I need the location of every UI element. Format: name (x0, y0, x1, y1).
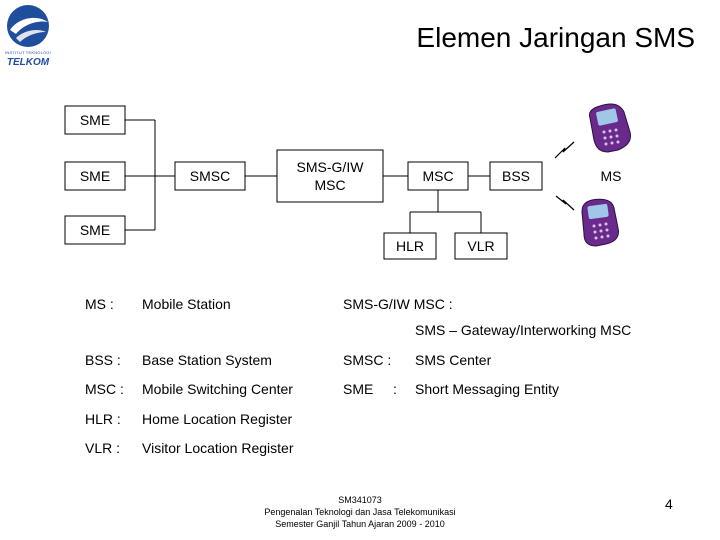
footer-semester: Semester Ganjil Tahun Ajaran 2009 - 2010 (275, 519, 445, 529)
legend-smsc-desc: SMS Center (415, 352, 492, 368)
bss-label: BSS (502, 168, 530, 184)
legend-ms-desc: Mobile Station (142, 296, 231, 312)
sme-label-bot: SME (80, 222, 110, 238)
mobile-phone-icon-lower (581, 198, 619, 247)
smsc-label: SMSC (190, 168, 230, 184)
legend-sme-colon: : (393, 381, 397, 397)
page-number: 4 (665, 496, 673, 512)
legend-msc-desc: Mobile Switching Center (142, 381, 293, 397)
smsgiw-label-line2: MSC (314, 177, 345, 193)
legend-bss-desc: Base Station System (142, 352, 272, 368)
legend-bss-abbr: BSS : (85, 352, 121, 368)
legend-ms-abbr: MS : (85, 296, 114, 312)
slide-footer: SM341073 Pengenalan Teknologi dan Jasa T… (230, 494, 490, 530)
radio-link-icon-upper (554, 141, 575, 159)
legend-sme-abbr: SME (343, 381, 374, 397)
logo-text-institute: INSTITUT TEKNOLOGI (5, 50, 51, 55)
radio-link-icon-lower (555, 195, 575, 211)
smsgiw-box (276, 149, 384, 203)
legend-hlr-abbr: HLR : (85, 411, 121, 427)
footer-course-name: Pengenalan Teknologi dan Jasa Telekomuni… (264, 507, 456, 517)
legend-smsgiw-desc: SMS – Gateway/Interworking MSC (415, 322, 632, 338)
legend-msc-abbr: MSC : (85, 381, 124, 397)
logo-text-telkom: TELKOM (6, 57, 50, 68)
legend-vlr-desc: Visitor Location Register (142, 440, 294, 456)
mobile-phone-icon-upper (589, 103, 631, 153)
sme-label-mid: SME (80, 168, 110, 184)
msc-label: MSC (422, 168, 453, 184)
footer-course-code: SM341073 (338, 495, 382, 505)
legend-sme-desc: Short Messaging Entity (415, 381, 559, 397)
hlr-label: HLR (396, 238, 424, 254)
telkom-logo: INSTITUT TEKNOLOGI TELKOM (2, 2, 54, 68)
legend-vlr-abbr: VLR : (85, 440, 121, 456)
smsgiw-label-line1: SMS-G/IW (297, 159, 365, 175)
sme-label-top: SME (80, 112, 110, 128)
logo-swirl-icon (7, 5, 49, 47)
ms-label: MS (601, 168, 622, 184)
legend-smsc-abbr: SMSC : (343, 352, 392, 368)
legend-smsgiw-abbr: SMS-G/IW MSC : (343, 296, 453, 312)
slide-title: Elemen Jaringan SMS (416, 22, 695, 53)
vlr-label: VLR (467, 238, 494, 254)
legend-hlr-desc: Home Location Register (142, 411, 293, 427)
